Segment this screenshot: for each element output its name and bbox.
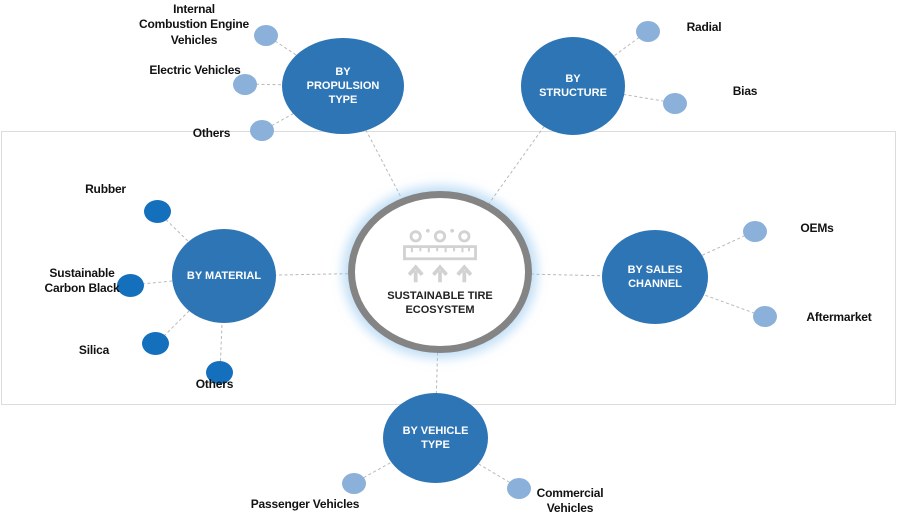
category-circle-structure: BY STRUCTURE: [521, 37, 625, 135]
node-dot-silica: [142, 332, 169, 355]
node-dot-others-propulsion: [250, 120, 274, 141]
category-label-sales-channel: BY SALES CHANNEL: [627, 263, 683, 290]
node-label-electric-vehicles: Electric Vehicles: [149, 63, 241, 77]
category-label-vehicle-type: BY VEHICLE TYPE: [402, 424, 469, 451]
category-circle-material: BY MATERIAL: [172, 229, 276, 323]
node-dot-commercial-vehicles: [507, 478, 531, 499]
node-label-silica: Silica: [78, 343, 110, 357]
category-label-material: BY MATERIAL: [186, 269, 262, 282]
node-dot-radial: [636, 21, 660, 42]
category-circle-propulsion-type: BY PROPULSION TYPE: [282, 38, 404, 134]
category-circle-vehicle-type: BY VEHICLE TYPE: [383, 393, 488, 483]
node-label-bias: Bias: [732, 84, 758, 98]
node-dot-others-material: [206, 361, 233, 384]
node-dot-ice-vehicles: [254, 25, 278, 46]
category-circle-sales-channel: BY SALES CHANNEL: [602, 230, 708, 324]
node-dot-passenger-vehicles: [342, 473, 366, 494]
node-label-others-material: Others: [195, 377, 234, 391]
node-dot-electric-vehicles: [233, 74, 257, 95]
node-label-radial: Radial: [686, 20, 722, 34]
node-label-aftermarket: Aftermarket: [806, 310, 872, 324]
particles-filter-up-arrows-icon: [403, 228, 477, 282]
node-label-rubber: Rubber: [85, 182, 126, 196]
node-label-sustainable-carbon-black: Sustainable Carbon Black: [44, 266, 120, 296]
node-dot-oems: [743, 221, 767, 242]
node-dot-rubber: [144, 200, 171, 223]
node-label-passenger-vehicles: Passenger Vehicles: [250, 497, 360, 511]
central-hub-circle: SUSTAINABLE TIRE ECOSYSTEM: [348, 191, 532, 353]
node-dot-aftermarket: [753, 306, 777, 327]
node-label-oems: OEMs: [800, 221, 834, 235]
category-label-structure: BY STRUCTURE: [539, 72, 607, 99]
node-label-others-propulsion: Others: [192, 126, 231, 140]
node-label-commercial-vehicles: Commercial Vehicles: [536, 486, 604, 516]
category-label-propulsion-type: BY PROPULSION TYPE: [306, 65, 380, 107]
central-hub-title: SUSTAINABLE TIRE ECOSYSTEM: [387, 289, 493, 316]
node-dot-sustainable-carbon-black: [117, 274, 144, 297]
node-label-ice-vehicles: Internal Combustion Engine Vehicles: [139, 2, 249, 47]
node-dot-bias: [663, 93, 687, 114]
